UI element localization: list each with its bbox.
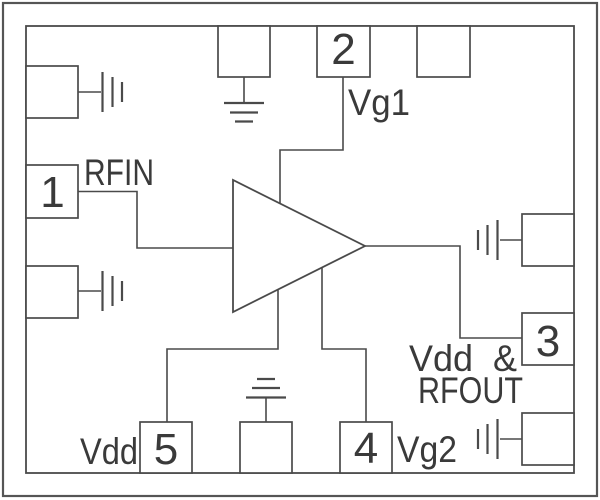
vg1-label: Vg1 [348, 82, 410, 123]
pad-3-vdd-rfout [521, 312, 575, 366]
amplifier-triangle-symbol [232, 178, 368, 314]
pad-right-bottom-bypass [521, 412, 575, 466]
rfin-label: RFIN [84, 152, 154, 193]
pad-5-vdd [139, 421, 193, 474]
vg2-label: Vg2 [397, 429, 457, 470]
vg1-trace [279, 77, 344, 204]
bypass-ground-icon [476, 419, 522, 459]
bypass-ground-icon [78, 72, 124, 112]
pad-right-middle-bypass [521, 213, 575, 267]
pad-3-number: 3 [536, 317, 560, 366]
pad-4-vg2 [339, 421, 393, 474]
vdd-trace [166, 290, 279, 422]
bypass-ground-icon [78, 271, 124, 311]
rfout-trace [365, 245, 522, 339]
bypass-ground-icon [476, 220, 522, 260]
vdd-label: Vdd [80, 431, 138, 472]
pad-5-number: 5 [154, 425, 178, 474]
pad-2-vg1 [316, 25, 371, 78]
vdd-rfout-label-line2: RFOUT [418, 370, 523, 411]
pad-bottom-middle-ground [239, 421, 293, 474]
pad-top-right-unused [416, 25, 471, 78]
vg2-trace [321, 268, 367, 422]
rfin-trace [78, 190, 233, 249]
pad-2-number: 2 [331, 25, 355, 74]
pad-top-middle-ground [217, 25, 271, 78]
pad-4-number: 4 [354, 424, 378, 473]
pad-left-lower-bypass [25, 265, 79, 319]
ground-icon [246, 377, 286, 422]
pad-1-number: 1 [40, 168, 64, 217]
ground-icon [224, 77, 264, 123]
vdd-rfout-label-line1: Vdd & [409, 338, 517, 379]
pad-top-left-bypass [25, 65, 79, 119]
pad-1-rfin [25, 164, 79, 219]
